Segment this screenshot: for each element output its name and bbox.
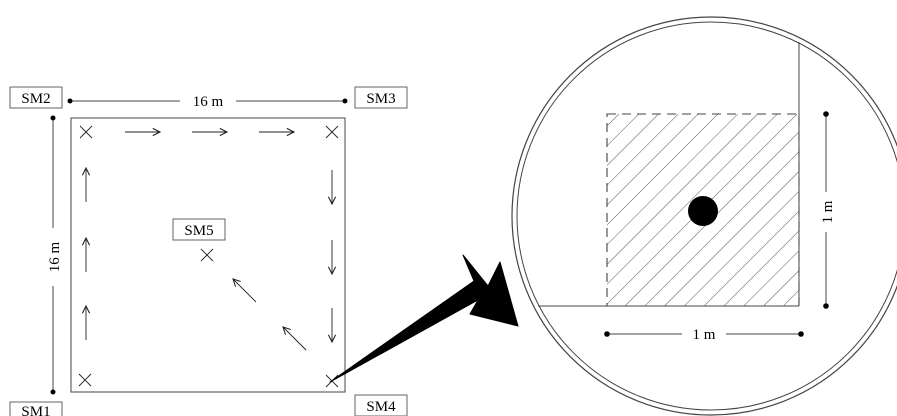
plot-boundary [70,117,346,393]
label-sm1: SM1 [9,401,63,416]
plot-height-dimension: 16 m [47,115,63,395]
inset-width-label: 1 m [693,327,716,343]
label-sm5-text: SM5 [184,223,213,239]
route-arrow-diagonal [233,279,257,303]
sampling-point-sm5 [200,248,214,262]
label-sm1-text: SM1 [21,404,50,416]
label-sm3-text: SM3 [366,91,395,107]
subplot-boundary [606,113,800,307]
inset-height-dimension: 1 m [820,111,836,309]
label-sm5: SM5 [172,218,226,241]
plot-width-dimension: 16 m [67,94,348,110]
route-arrows [86,132,332,351]
magnified-view: 1 m 1 m [511,16,897,416]
plot-height-label: 16 m [47,241,63,272]
sampling-core-point [688,196,718,226]
sampling-point-sm2 [79,125,93,139]
route-arrow-diagonal [283,327,307,351]
label-sm4: SM4 [354,394,408,416]
label-sm4-text: SM4 [366,399,396,415]
label-sm2: SM2 [9,86,63,109]
zoom-arrow [329,254,519,383]
magnifier-inner-circle [516,21,897,411]
sampling-point-sm3 [325,125,339,139]
sampling-plot: 16 m 16 m [9,86,408,416]
plot-width-label: 16 m [193,94,224,110]
inset-height-label: 1 m [820,200,836,223]
label-sm3: SM3 [354,86,408,109]
inset-width-dimension: 1 m [604,327,804,343]
sampling-point-sm1 [78,373,92,387]
label-sm2-text: SM2 [21,91,50,107]
